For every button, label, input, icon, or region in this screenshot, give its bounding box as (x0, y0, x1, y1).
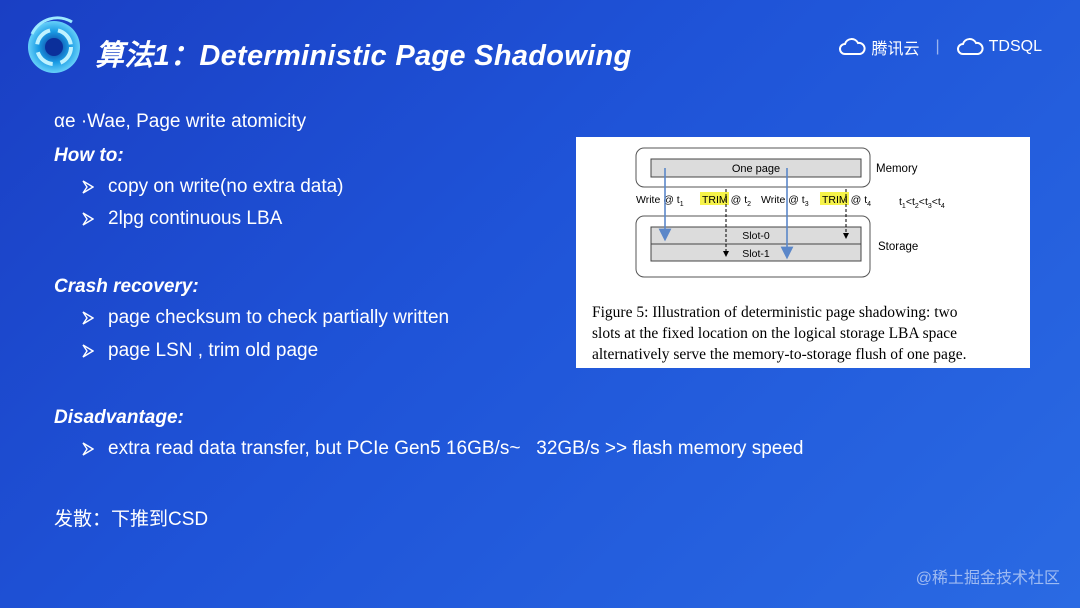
list-item: page LSN , trim old page (82, 340, 318, 362)
intro-line: αe ·Wae, Page write atomicity (54, 111, 307, 132)
one-page-block (650, 158, 862, 178)
figure-caption: Figure 5: Illustration of deterministic … (592, 302, 1022, 365)
figure-diagram: One page Memory Write @ t1 TRIM@ t2 Writ… (635, 147, 945, 278)
brand-right-label: TDSQL (988, 38, 1042, 55)
time-order-label: t1<t2<t3<t4 (899, 196, 945, 210)
trim-highlight (820, 192, 849, 205)
arrow-bullet-icon (82, 442, 94, 456)
arrow-bullet-icon (82, 212, 94, 226)
list-item: copy on write(no extra data) (82, 176, 344, 198)
list-item: extra read data transfer, but PCIe Gen5 … (82, 438, 803, 460)
memory-box (635, 147, 871, 188)
slot0-label: Slot-0 (742, 230, 770, 242)
tencent-cloud-logo: 腾讯云 (838, 35, 920, 59)
arrow-bullet-icon (82, 344, 94, 358)
list-item-label: 2lpg continuous LBA (108, 208, 283, 229)
tdsql-logo: TDSQL (956, 38, 1042, 56)
caption-line: alternatively serve the memory-to-storag… (592, 346, 967, 363)
storage-label: Storage (878, 241, 918, 253)
list-item-label: extra read data transfer, but PCIe Gen5 … (108, 438, 804, 459)
trim-highlight (700, 192, 729, 205)
brand-separator: | (935, 38, 940, 55)
list-item: 2lpg continuous LBA (82, 208, 282, 230)
trim-t2-label: TRIM@ t2 (702, 194, 751, 208)
disadvantage-heading: Disadvantage: (54, 407, 184, 428)
write-t1-label: Write @ t1 (636, 194, 684, 208)
cloud-icon (956, 38, 984, 55)
watermark: @稀土掘金技术社区 (915, 570, 1060, 587)
crash-recovery-heading: Crash recovery: (54, 276, 199, 297)
slot1-label: Slot-1 (742, 248, 770, 260)
arrow-bullet-icon (82, 311, 94, 325)
list-item-label: page checksum to check partially written (108, 307, 450, 328)
brand-left-label: 腾讯云 (871, 41, 920, 58)
list-item-label: copy on write(no extra data) (108, 176, 344, 197)
storage-box (635, 215, 871, 278)
page-title: 算法1：Deterministic Page Shadowing (95, 40, 632, 72)
arrow-bullet-icon (82, 180, 94, 194)
memory-label: Memory (876, 163, 918, 175)
write-t3-label: Write @ t3 (761, 194, 809, 208)
how-to-heading: How to: (54, 145, 124, 166)
list-item: page checksum to check partially written (82, 307, 449, 329)
list-item-label: page LSN , trim old page (108, 340, 319, 361)
cloud-icon (839, 38, 867, 55)
slot1-block (650, 243, 862, 262)
caption-line: slots at the fixed location on the logic… (592, 325, 958, 342)
figure-panel: One page Memory Write @ t1 TRIM@ t2 Writ… (576, 137, 1030, 368)
brand-logos: 腾讯云 | TDSQL (838, 35, 1042, 59)
logo-icon (28, 16, 80, 73)
outro-line: 发散：下推到CSD (54, 509, 209, 530)
trim-t4-label: TRIM@ t4 (822, 194, 871, 208)
one-page-label: One page (732, 163, 780, 175)
caption-line: Figure 5: Illustration of deterministic … (592, 304, 958, 321)
